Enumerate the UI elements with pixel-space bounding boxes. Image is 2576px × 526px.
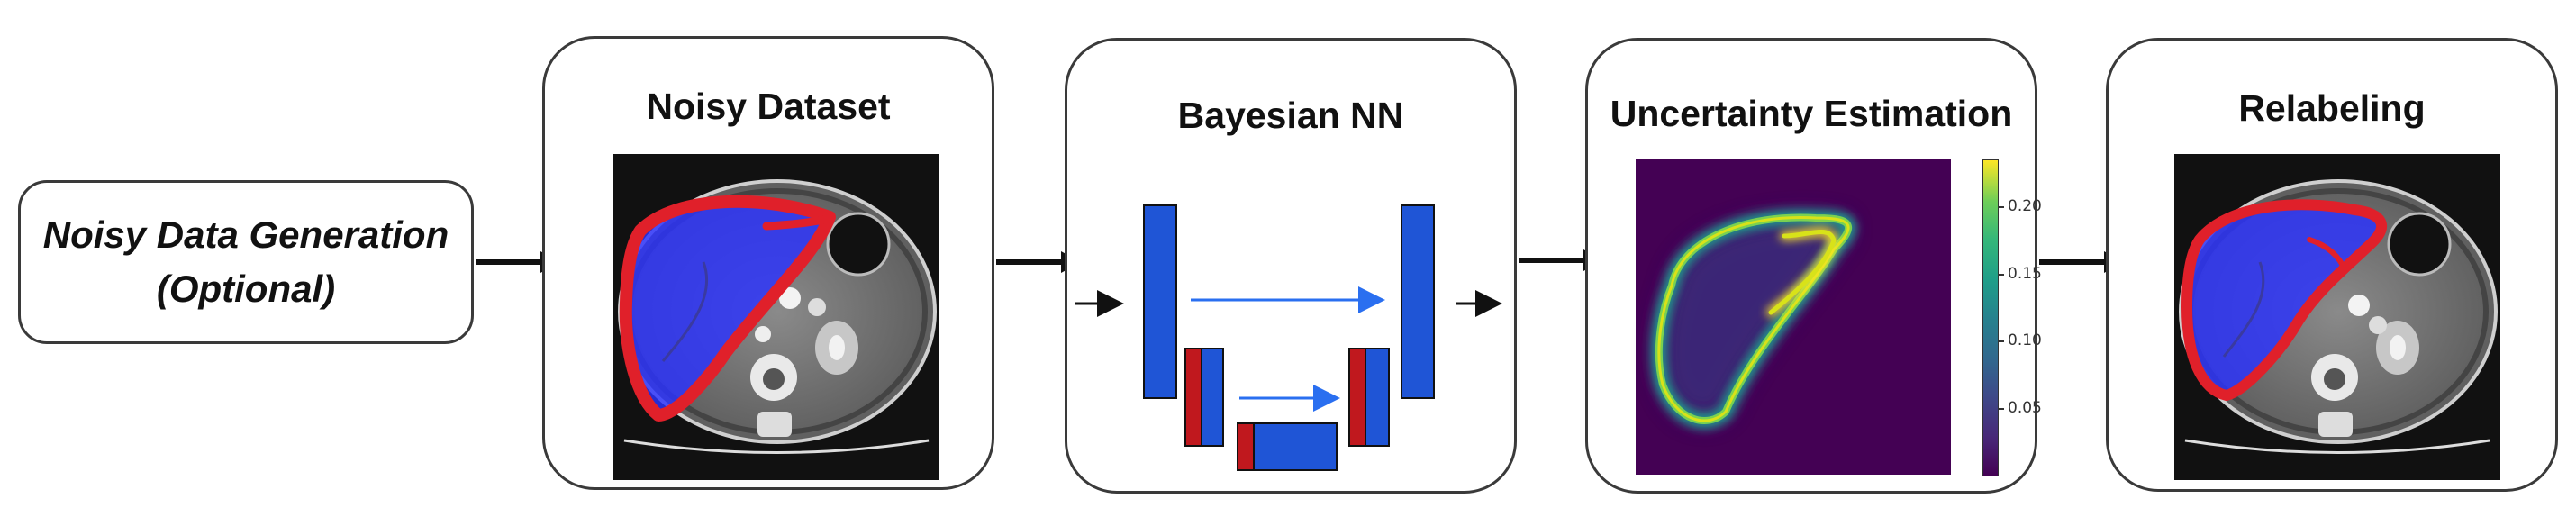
relabeling-box: Relabeling [2106, 38, 2558, 492]
bayesian-nn-title: Bayesian NN [1177, 95, 1404, 136]
colorbar-tick-label: 0.10 [2008, 331, 2042, 350]
decoder-block-1 [1401, 204, 1435, 399]
arrow-bnn-to-uncertainty [1519, 249, 1603, 271]
uncertainty-estimation-box: Uncertainty Estimation 0.20 0.15 0.10 0.05 [1585, 38, 2042, 494]
unet-diagram [1075, 204, 1502, 471]
bayesian-nn-box: Bayesian NN [1065, 38, 1517, 494]
relabeling-title: Relabeling [2238, 87, 2426, 129]
encoder-block-1 [1143, 204, 1177, 399]
generation-line-2: (Optional) [156, 268, 336, 310]
arrow-uncertainty-to-relabeling [2039, 251, 2124, 273]
relabeling-ct-image [2174, 154, 2500, 480]
arrow-gen-to-dataset [476, 251, 560, 273]
decoder-block-2 [1365, 348, 1390, 447]
ct-slice-relabeled [2179, 179, 2498, 454]
uncertainty-estimation-title: Uncertainty Estimation [1610, 93, 2013, 134]
noisy-dataset-box: Noisy Dataset [542, 36, 994, 490]
colorbar-tick-mark [1999, 340, 2004, 343]
noisy-dataset-title: Noisy Dataset [646, 86, 891, 127]
colorbar-tick-label: 0.20 [2008, 197, 2042, 216]
noisy-data-generation-box: Noisy Data Generation (Optional) [18, 180, 474, 344]
decoder-block-2-accent [1348, 348, 1366, 447]
colorbar-tick-mark [1999, 206, 2004, 209]
colorbar-tick-mark [1999, 407, 2004, 410]
colorbar-tick-label: 0.05 [2008, 398, 2042, 417]
generation-line-1: Noisy Data Generation [42, 213, 449, 256]
bottleneck-accent [1237, 422, 1255, 471]
colorbar [1982, 159, 1999, 476]
uncertainty-heatmap [1636, 159, 1951, 475]
colorbar-tick-mark [1999, 273, 2004, 276]
encoder-block-2 [1201, 348, 1224, 447]
colorbar-tick-label: 0.15 [2008, 264, 2042, 283]
arrow-dataset-to-bnn [996, 251, 1081, 273]
encoder-block-2-accent [1184, 348, 1202, 447]
noisy-data-generation-label: Noisy Data Generation (Optional) [21, 183, 471, 341]
ct-slice-noisy [618, 179, 937, 454]
noisy-dataset-ct-image [613, 154, 939, 480]
bottleneck-block [1253, 422, 1338, 471]
